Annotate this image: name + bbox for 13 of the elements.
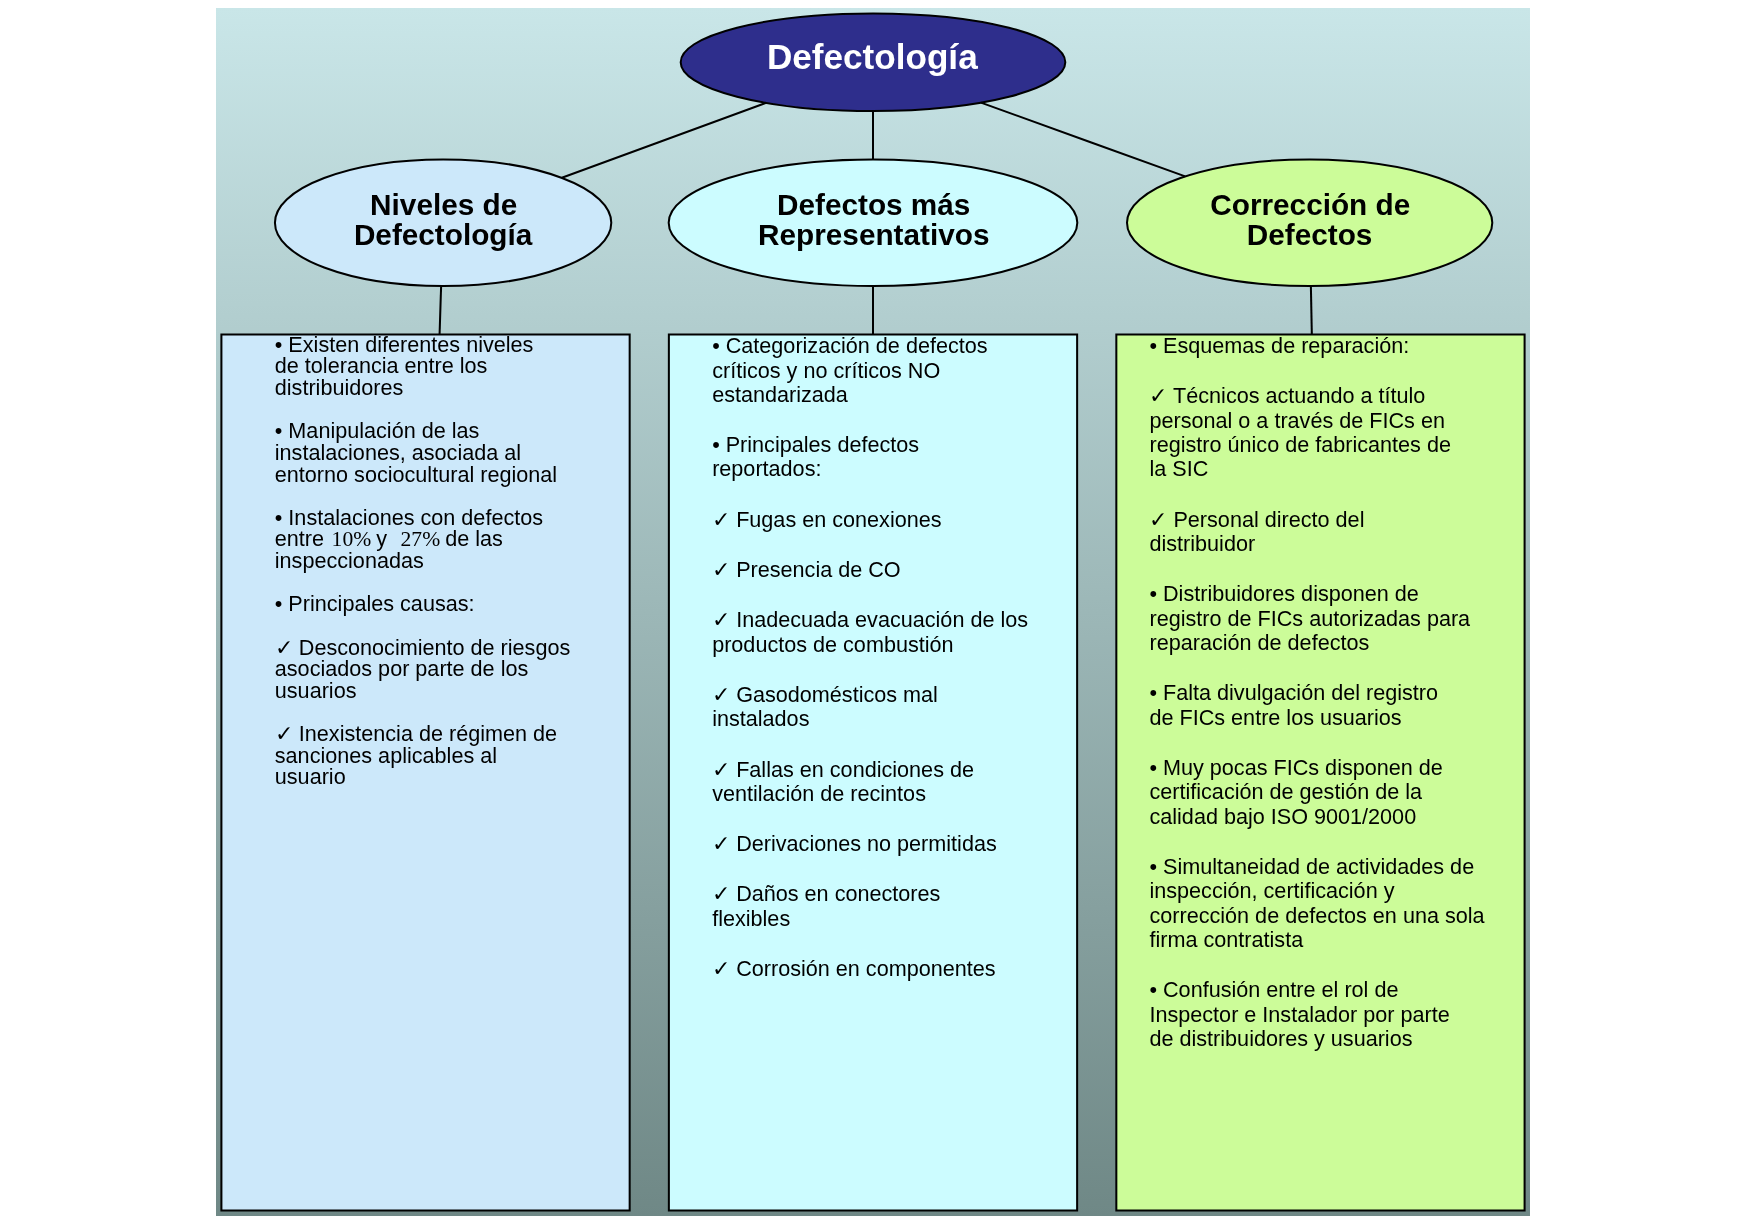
node-ellipse: Defectología (679, 12, 1067, 113)
connector (872, 111, 874, 160)
node-ellipse: Corrección de Defectos (1126, 158, 1494, 288)
connector (980, 101, 1186, 178)
node-box: • Categorización de defectos críticos y no críticos NO estandarizada • Principales defectos reportados: ✓ Fugas en conexiones ✓ Presencia de CO ✓ Inadecuada evacuación de los productos de combustión ✓ Gasodomésticos mal instalados ✓ Fallas en condiciones de ventilación de recintos ✓ Derivaciones no permitidas ✓ Daños en conectores flexibles ✓ Corrosión en componentes (667, 333, 1079, 1212)
connector (872, 286, 874, 334)
node-box: • Esquemas de reparación: ✓ Técnicos actuando a título personal o a través de FICs en registro único de fabricantes de la SIC ✓ Personal directo del distribuidor • Distribuidores disponen de registro de FICs autorizadas para reparación de defectos • Falta divulgación del registro de FICs entre los usuarios • Muy pocas FICs disponen de certificación de gestión de la calidad bajo ISO 9001/2000 • Simultaneidad de actividades de inspección, certificación y corrección de defectos en una sola firma contratista • Confusión entre el rol de Inspector e Instalador por parte de distribuidores y usuarios (1115, 333, 1526, 1212)
node-ellipse: Niveles de Defectología (273, 158, 613, 288)
connector (438, 286, 443, 335)
node-ellipse: Defectos más Representativos (667, 158, 1079, 288)
connector (1309, 286, 1313, 335)
node-box: • Existen diferentes niveles de tolerancia entre los distribuidores • Manipulación de las instalaciones, asociada al entorno sociocultural regional • Instalaciones con defectos entre 10% y 27% de las inspeccionadas • Principales causas: ✓ Desconocimiento de riesgos asociados por parte de los usuarios ✓ Inexistencia de régimen de sanciones aplicables al usuario (220, 333, 631, 1212)
connector (561, 101, 767, 179)
